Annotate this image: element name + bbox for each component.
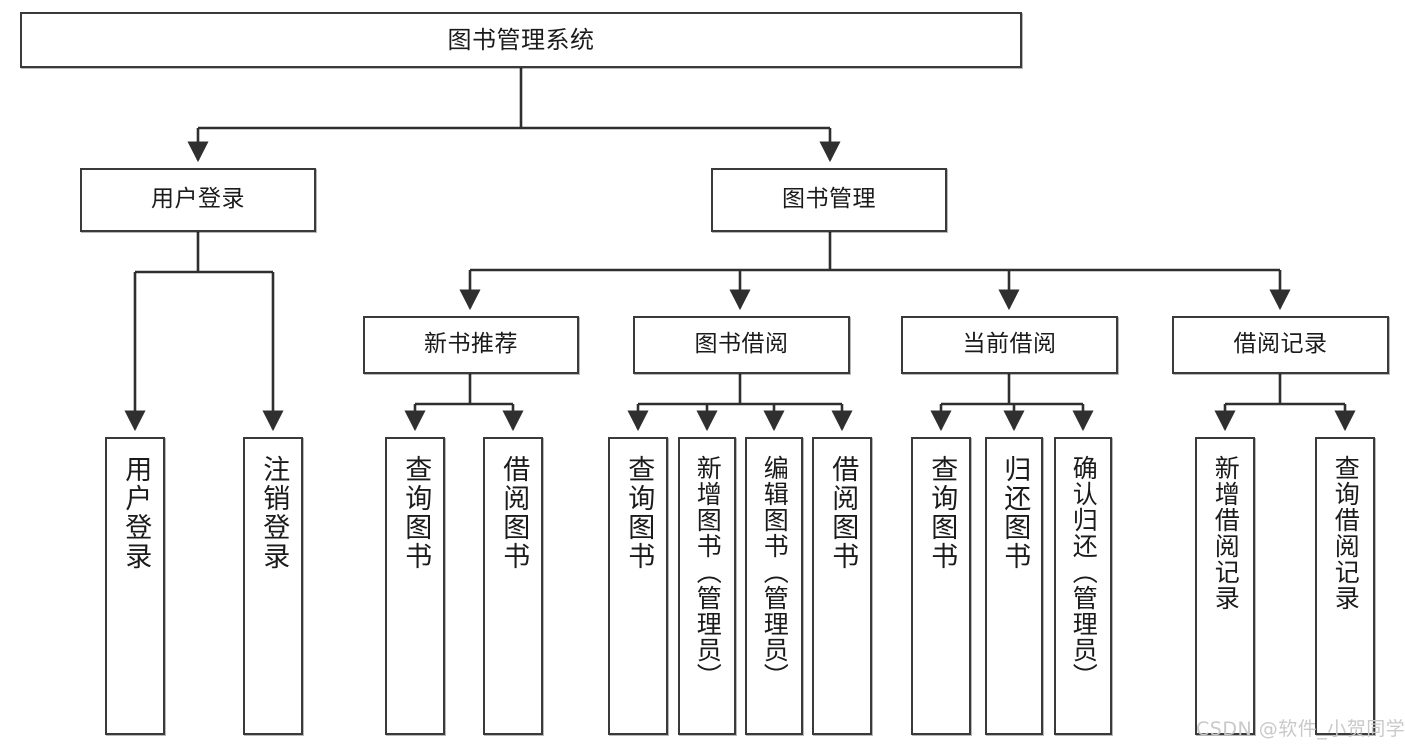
node-leaf-cur-confirm-return-label: 确认归还（管理员） (1069, 455, 1099, 689)
node-leaf-borrow-borrow-book-label: 借阅图书 (827, 455, 859, 571)
node-current-borrow[interactable]: 当前借阅 (901, 316, 1118, 374)
node-leaf-rec-add-record-label: 新增借阅记录 (1211, 455, 1241, 611)
node-leaf-borrow-edit-book-label: 编辑图书（管理员） (760, 455, 790, 689)
node-borrow-record[interactable]: 借阅记录 (1172, 316, 1389, 374)
csdn-watermark: CSDN @软件_小贺同学 (1196, 718, 1405, 740)
node-root[interactable]: 图书管理系统 (20, 12, 1022, 68)
node-leaf-rec-query-record[interactable]: 查询借阅记录 (1315, 437, 1375, 735)
node-book-borrow[interactable]: 图书借阅 (633, 316, 850, 374)
node-new-book-recommend[interactable]: 新书推荐 (363, 316, 579, 374)
node-leaf-borrow-query-book[interactable]: 查询图书 (608, 437, 668, 735)
node-book-manage-label: 图书管理 (782, 186, 876, 213)
node-leaf-borrow-query-book-label: 查询图书 (623, 455, 655, 571)
node-leaf-rec-query-record-label: 查询借阅记录 (1331, 455, 1361, 611)
node-root-label: 图书管理系统 (447, 25, 595, 54)
node-leaf-user-login[interactable]: 用户登录 (105, 437, 165, 735)
node-borrow-record-label: 借阅记录 (1233, 331, 1328, 358)
node-leaf-user-login-label: 用户登录 (120, 455, 152, 571)
node-leaf-user-logout[interactable]: 注销登录 (243, 437, 303, 735)
node-leaf-cur-confirm-return[interactable]: 确认归还（管理员） (1054, 437, 1112, 735)
node-leaf-cur-return-book[interactable]: 归还图书 (985, 437, 1043, 735)
node-leaf-borrow-borrow-book[interactable]: 借阅图书 (812, 437, 872, 735)
node-leaf-cur-return-book-label: 归还图书 (999, 455, 1031, 571)
node-current-borrow-label: 当前借阅 (962, 331, 1057, 358)
node-leaf-rec-borrow-book-label: 借阅图书 (498, 455, 530, 571)
node-leaf-rec-query-book-label: 查询图书 (400, 455, 432, 571)
node-user-login[interactable]: 用户登录 (80, 168, 316, 232)
node-book-borrow-label: 图书借阅 (694, 331, 789, 358)
node-leaf-borrow-add-book-label: 新增图书（管理员） (693, 455, 723, 689)
node-new-book-recommend-label: 新书推荐 (424, 331, 518, 358)
node-leaf-borrow-edit-book[interactable]: 编辑图书（管理员） (745, 437, 803, 735)
node-user-login-label: 用户登录 (151, 186, 245, 213)
node-leaf-rec-add-record[interactable]: 新增借阅记录 (1195, 437, 1255, 735)
node-leaf-borrow-add-book[interactable]: 新增图书（管理员） (678, 437, 736, 735)
node-leaf-rec-query-book[interactable]: 查询图书 (385, 437, 445, 735)
node-leaf-cur-query-book[interactable]: 查询图书 (911, 437, 971, 735)
node-book-manage[interactable]: 图书管理 (711, 168, 947, 232)
node-leaf-cur-query-book-label: 查询图书 (926, 455, 958, 571)
node-leaf-rec-borrow-book[interactable]: 借阅图书 (483, 437, 543, 735)
node-leaf-user-logout-label: 注销登录 (258, 455, 290, 571)
